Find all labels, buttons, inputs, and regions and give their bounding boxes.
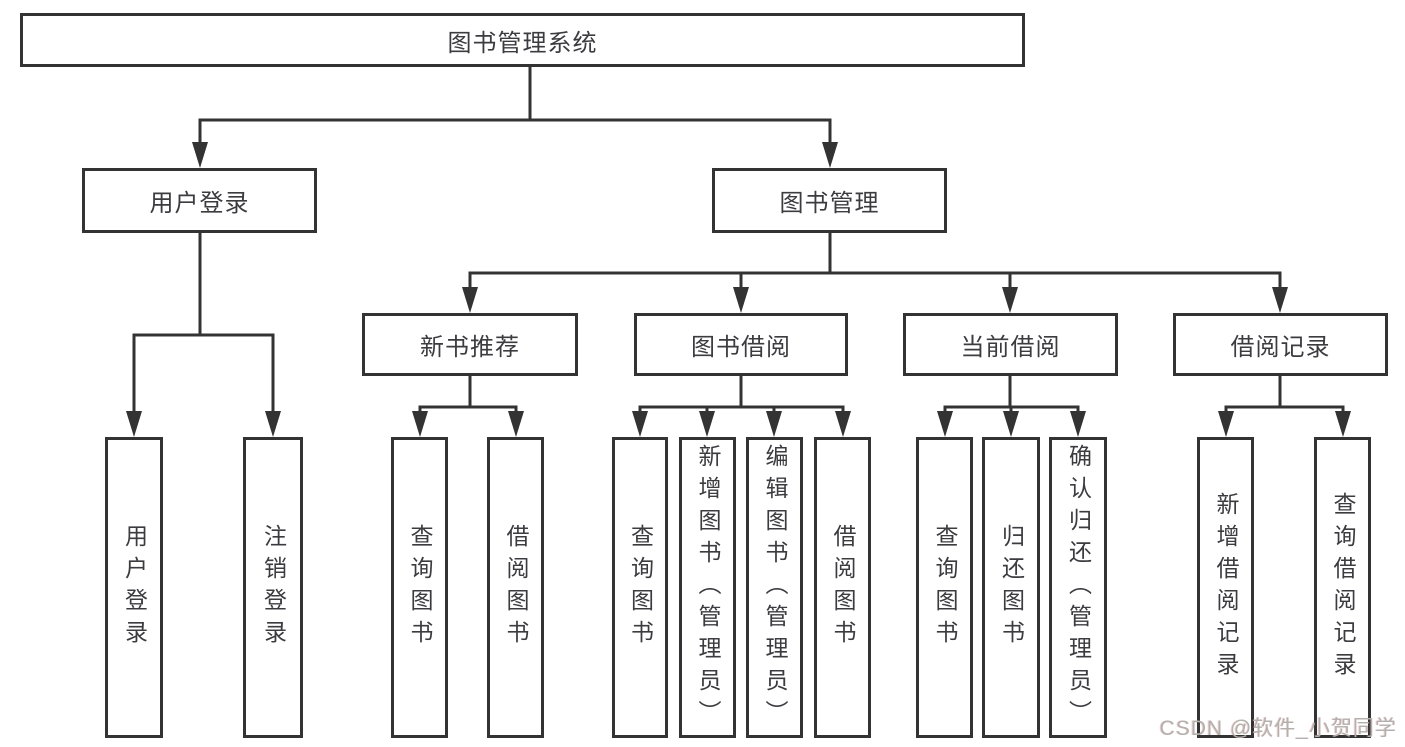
node-borrow-records-label: 借阅记录 [1230, 334, 1331, 361]
node-book-management: 图书管理 [712, 168, 947, 233]
node-leaf-cb-return-books: 归还图书 [982, 437, 1040, 738]
node-leaf-nb-query-books-label: 查询图书 [407, 523, 433, 652]
node-current-borrowing: 当前借阅 [903, 313, 1118, 376]
node-leaf-user-login: 用户登录 [105, 437, 163, 738]
node-leaf-bb-edit-books-admin-label: 编辑图书（管理员） [762, 443, 788, 732]
node-book-borrowing: 图书借阅 [634, 313, 848, 376]
node-user-login: 用户登录 [82, 168, 317, 233]
node-new-book-recommend-label: 新书推荐 [420, 334, 520, 361]
node-leaf-bb-borrow-books-label: 借阅图书 [830, 523, 856, 652]
node-leaf-cb-confirm-return-admin-label: 确认归还（管理员） [1065, 443, 1092, 732]
node-leaf-br-add-record-label: 新增借阅记录 [1213, 491, 1239, 684]
node-leaf-nb-borrow-books-label: 借阅图书 [503, 523, 529, 652]
node-leaf-br-query-record-label: 查询借阅记录 [1330, 491, 1356, 684]
node-leaf-cb-query-books-label: 查询图书 [932, 523, 958, 652]
node-leaf-bb-add-books-admin-label: 新增图书（管理员） [695, 443, 721, 732]
node-leaf-logout-label: 注销登录 [260, 523, 287, 652]
node-root: 图书管理系统 [20, 13, 1025, 67]
node-leaf-cb-return-books-label: 归还图书 [998, 523, 1025, 652]
node-leaf-cb-confirm-return-admin: 确认归还（管理员） [1049, 437, 1107, 738]
node-leaf-bb-query-books-label: 查询图书 [627, 523, 654, 652]
node-book-management-label: 图书管理 [779, 190, 880, 217]
node-leaf-cb-query-books: 查询图书 [916, 437, 973, 738]
node-user-login-label: 用户登录 [149, 190, 250, 217]
node-leaf-bb-add-books-admin: 新增图书（管理员） [679, 437, 736, 738]
node-leaf-nb-borrow-books: 借阅图书 [487, 437, 544, 738]
node-borrow-records: 借阅记录 [1173, 313, 1388, 376]
node-leaf-user-login-label: 用户登录 [121, 523, 148, 652]
node-leaf-bb-query-books: 查询图书 [612, 437, 668, 738]
csdn-watermark: CSDN @软件_小贺同学 [1159, 717, 1397, 740]
node-current-borrowing-label: 当前借阅 [960, 334, 1061, 361]
node-leaf-br-query-record: 查询借阅记录 [1314, 437, 1371, 738]
node-leaf-bb-borrow-books: 借阅图书 [814, 437, 871, 738]
node-book-borrowing-label: 图书借阅 [691, 334, 791, 361]
node-leaf-bb-edit-books-admin: 编辑图书（管理员） [746, 437, 803, 738]
node-leaf-br-add-record: 新增借阅记录 [1197, 437, 1254, 738]
node-leaf-logout: 注销登录 [243, 437, 303, 738]
node-leaf-nb-query-books: 查询图书 [391, 437, 448, 738]
node-root-label: 图书管理系统 [447, 29, 598, 57]
node-new-book-recommend: 新书推荐 [362, 313, 578, 376]
